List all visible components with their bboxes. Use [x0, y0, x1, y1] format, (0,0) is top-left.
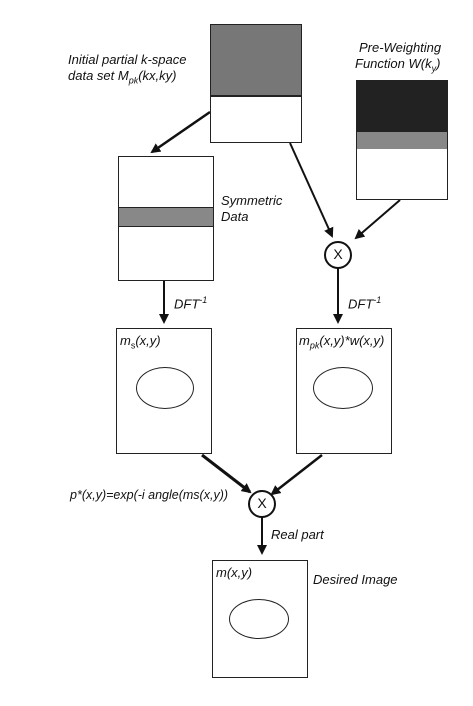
preweight-label-line1: Pre-Weighting	[359, 40, 442, 55]
final-image-label: m(x,y)	[216, 565, 253, 580]
mpk-sub: pk	[309, 340, 320, 351]
symmetric-label: Symmetric Data	[221, 193, 282, 225]
preweight-box	[356, 80, 448, 200]
kspace-acquired-region	[211, 25, 301, 95]
arrow-kspace-to-symmetric	[150, 110, 211, 154]
kspace-divider	[211, 95, 301, 97]
mpk-args: (x,y)*w(x,y)	[319, 333, 385, 348]
symmetric-band	[119, 207, 213, 227]
phase-label: p*(x,y)=exp(-i angle(ms(x,y))	[70, 488, 229, 502]
ms-args: (x,y)	[135, 333, 161, 348]
initial-kspace-label-line1: Initial partial k-space	[68, 52, 187, 67]
final-image-ellipse	[229, 599, 289, 639]
preweight-label: Pre-Weighting Function W(ky)	[355, 40, 442, 77]
initial-kspace-label-line2: data set Mpk(kx,ky)	[68, 68, 187, 89]
arrow-ms-to-final-multiply	[201, 453, 252, 494]
preweight-close: )	[436, 56, 441, 71]
symmetric-label-line1: Symmetric	[221, 193, 283, 208]
preweight-text: Function W(k	[355, 56, 432, 71]
initial-kspace-label: Initial partial k-space data set Mpk(kx,…	[68, 52, 187, 89]
initial-kspace-text: data set M	[68, 68, 129, 83]
dft-left-label: DFT-1	[174, 292, 207, 312]
initial-kspace-args: (kx,ky)	[138, 68, 177, 83]
symmetric-data-box	[118, 156, 214, 281]
preweight-dark-region	[357, 81, 447, 132]
final-image-box: m(x,y)	[212, 560, 308, 678]
ms-text: m	[120, 333, 131, 348]
mpk-image-ellipse	[313, 367, 373, 409]
symmetric-label-line2: Data	[221, 209, 249, 224]
dft-right-label: DFT-1	[348, 292, 381, 312]
preweight-label-line2: Function W(ky)	[355, 56, 441, 77]
preweight-mid-region	[357, 132, 447, 149]
ms-image-box: ms(x,y)	[116, 328, 212, 454]
dft-left-text: DFT	[174, 296, 200, 312]
ms-sub: s	[130, 340, 136, 351]
mpk-text: m	[299, 333, 310, 348]
mpk-image-box: mpk(x,y)*w(x,y)	[296, 328, 392, 454]
multiply-node-phase: X	[248, 490, 276, 518]
desired-image-label: Desired Image	[313, 572, 398, 587]
preweight-sub: y	[431, 63, 437, 74]
ms-label: ms(x,y)	[120, 333, 161, 354]
multiply-node-weighting: X	[324, 241, 352, 269]
kspace-box	[210, 24, 302, 143]
dft-right-text: DFT	[348, 296, 374, 312]
mpk-label: mpk(x,y)*w(x,y)	[299, 333, 384, 354]
arrow-preweight-to-multiply	[354, 199, 401, 240]
real-part-label: Real part	[271, 527, 324, 542]
arrow-mpk-to-final-multiply	[270, 454, 323, 496]
ms-image-ellipse	[136, 367, 194, 409]
dft-right-sup: -1	[373, 295, 382, 305]
arrow-kspace-to-multiply	[289, 142, 334, 238]
dft-left-sup: -1	[199, 295, 208, 305]
initial-kspace-sub: pk	[128, 75, 139, 86]
